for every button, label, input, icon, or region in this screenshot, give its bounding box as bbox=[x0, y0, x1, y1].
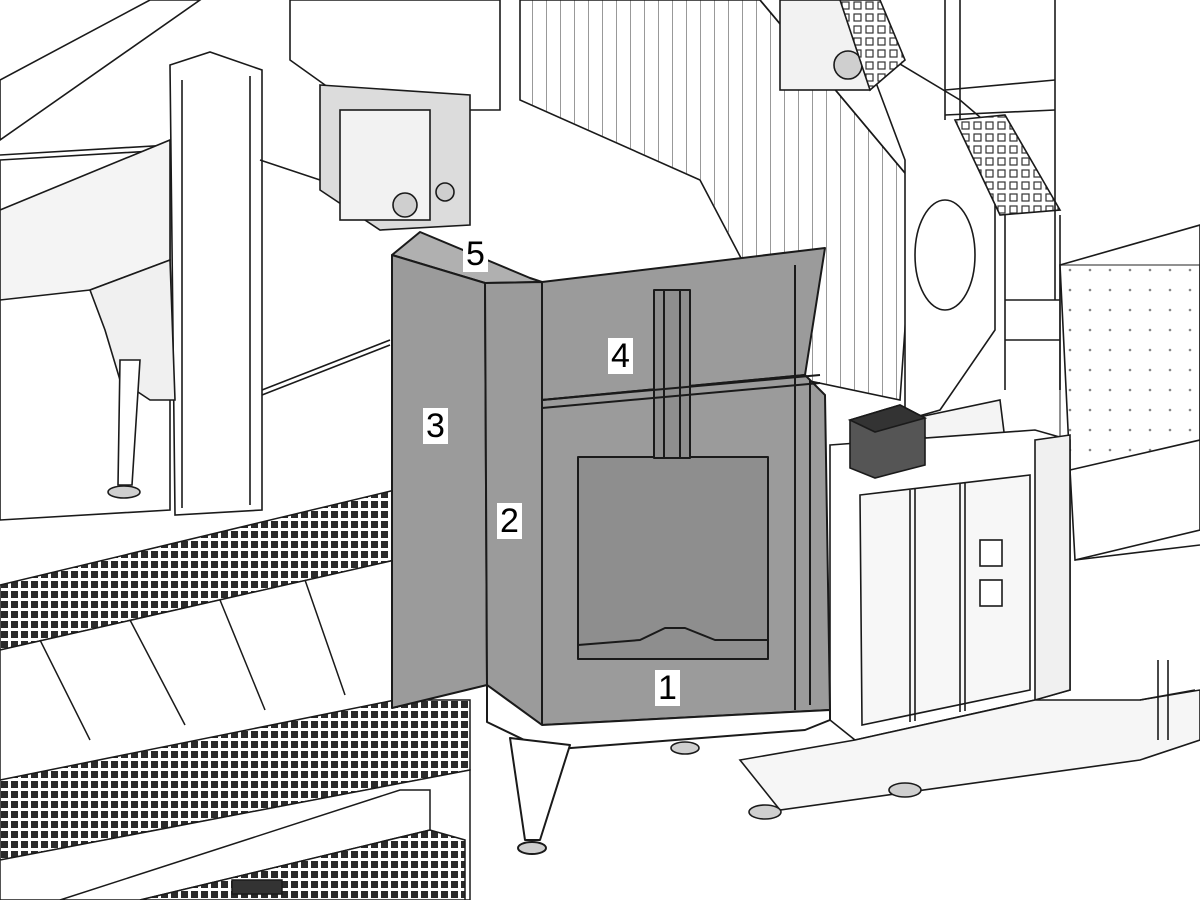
guard-enclosure bbox=[391, 231, 831, 855]
callout-5: 5 bbox=[463, 236, 488, 272]
callout-2: 2 bbox=[497, 503, 522, 539]
machine-frame bbox=[0, 0, 1200, 820]
panel-left-side bbox=[391, 254, 488, 709]
callout-4: 4 bbox=[608, 338, 633, 374]
enclosure-base bbox=[486, 684, 831, 751]
chip-conveyor bbox=[0, 489, 471, 900]
callout-1: 1 bbox=[655, 670, 680, 706]
door-window bbox=[577, 456, 769, 660]
callout-3: 3 bbox=[423, 408, 448, 444]
